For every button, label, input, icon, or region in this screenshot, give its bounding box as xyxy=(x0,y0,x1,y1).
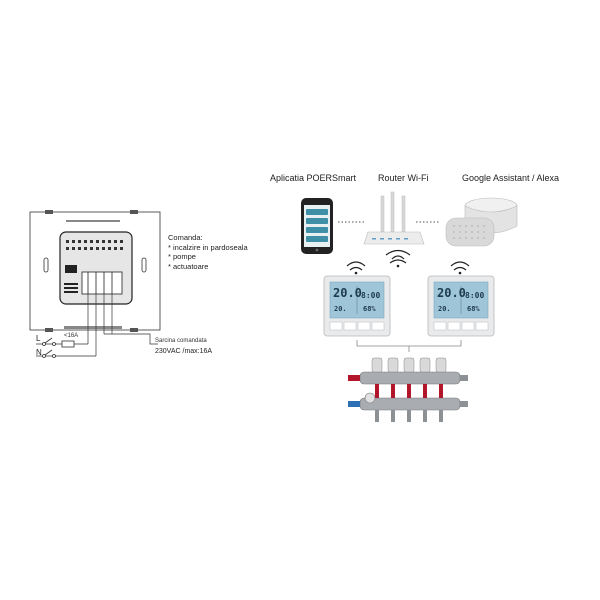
command-item: * incalzire in pardoseala xyxy=(168,242,248,252)
manifold-red-valves xyxy=(375,384,443,398)
mount-slot-left xyxy=(43,257,49,273)
thermostat-2-temp: 20.0 xyxy=(437,286,466,300)
thermostat-housing-outline xyxy=(29,211,161,331)
command-block: Comanda: * incalzire in pardoseala * pom… xyxy=(168,233,248,271)
vent-grid xyxy=(66,240,123,250)
pressure-gauge xyxy=(364,392,376,404)
thermostat-1-temp: 20.0 xyxy=(333,286,362,300)
thermostat-2 xyxy=(427,275,495,337)
app-label: Aplicatia POERSmart xyxy=(270,173,357,183)
terminal-screws xyxy=(87,272,113,294)
neutral-label: N xyxy=(36,348,42,357)
wifi-router xyxy=(363,191,425,245)
label-stickers xyxy=(64,265,78,293)
manifold-outlets xyxy=(375,410,443,422)
thermostat-1-buttons xyxy=(329,321,385,331)
command-item: * pompe xyxy=(168,252,196,261)
command-item: * actuatoare xyxy=(168,261,209,271)
line-label: L xyxy=(36,334,41,343)
smart-speakers xyxy=(445,197,518,247)
thermostat-to-manifold-links xyxy=(356,340,462,352)
thermostat-2-humidity: 68% xyxy=(467,305,480,313)
thermostat-1 xyxy=(323,275,391,337)
thermostat-wifi-icons xyxy=(346,261,470,275)
assistant-label: Google Assistant / Alexa xyxy=(462,173,560,183)
router-leds xyxy=(372,238,408,240)
housing-clip-tabs xyxy=(45,210,138,332)
floor-heating-manifold xyxy=(348,357,468,422)
speaker-grille xyxy=(453,225,485,239)
thermostat-2-small-temp: 20. xyxy=(438,305,451,313)
thermostat-2-time: 8:00 xyxy=(465,291,485,300)
router-label: Router Wi-Fi xyxy=(378,173,429,183)
thermostat-1-small-temp: 20. xyxy=(334,305,347,313)
router-wifi-icon xyxy=(385,249,411,268)
app-screen-rows xyxy=(306,209,328,242)
thermostat-1-humidity: 68% xyxy=(363,305,376,313)
thermostat-2-buttons xyxy=(433,321,489,331)
inlet-valve-red xyxy=(348,375,360,381)
breaker-switches xyxy=(42,337,56,358)
manifold-actuators xyxy=(371,357,447,373)
thermostat-wiring-schematic xyxy=(29,210,161,358)
thermostat-1-time: 8:00 xyxy=(361,291,381,300)
fuse-symbol xyxy=(61,340,75,348)
load-title: Sarcina comandata xyxy=(155,338,207,344)
inlet-valve-blue xyxy=(348,401,360,407)
load-rating: 230VAC /max:16A xyxy=(155,348,213,355)
fuse-label: <16A xyxy=(64,333,79,339)
mount-slot-right xyxy=(141,257,147,273)
smartphone xyxy=(301,198,333,254)
command-title: Comanda: xyxy=(168,233,203,242)
